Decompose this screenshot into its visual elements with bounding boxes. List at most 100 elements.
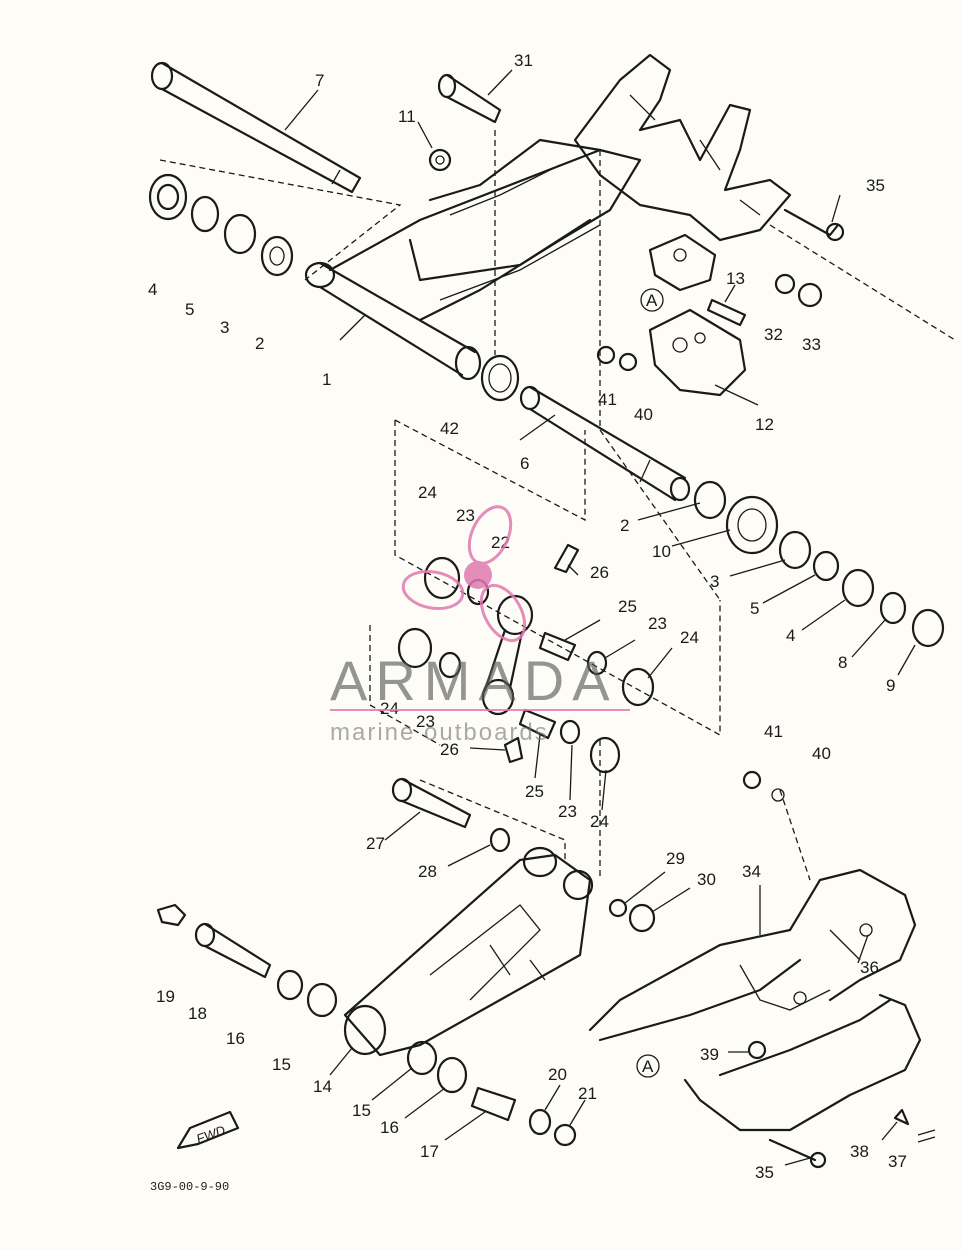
fwd-arrow: FWD xyxy=(176,1110,240,1150)
part-18-bolt xyxy=(194,922,272,979)
callout-34: 34 xyxy=(742,862,761,881)
part-1-swing-arm xyxy=(304,138,642,381)
watermark-brand: ARMADA xyxy=(330,649,618,712)
callout-37: 37 xyxy=(888,1152,907,1171)
reference-marker-a-upper: A xyxy=(640,288,664,312)
callout-27: 27 xyxy=(366,834,385,853)
callout-7: 7 xyxy=(315,71,324,90)
callout-36: 36 xyxy=(860,958,879,977)
link-bushings xyxy=(397,556,655,774)
part-42-bushing xyxy=(480,354,520,402)
callout-18: 18 xyxy=(188,1004,207,1023)
callout-5-left: 5 xyxy=(185,300,194,319)
callout-17: 17 xyxy=(420,1142,439,1161)
callout-10: 10 xyxy=(652,542,671,561)
callout-39: 39 xyxy=(700,1045,719,1064)
callout-3-left: 3 xyxy=(220,318,229,337)
callout-20: 20 xyxy=(548,1065,567,1084)
part-39-nut xyxy=(747,1040,767,1060)
right-bushings xyxy=(693,480,945,648)
callout-9: 9 xyxy=(886,676,895,695)
callout-38: 38 xyxy=(850,1142,869,1161)
callout-16-upper: 16 xyxy=(226,1029,245,1048)
callout-26-b: 26 xyxy=(440,740,459,759)
watermark: ARMADA marine outboards xyxy=(330,505,630,746)
part-7-bolt xyxy=(150,61,362,194)
callout-40-mid: 40 xyxy=(812,744,831,763)
washers-29-30 xyxy=(608,898,656,933)
callout-16-lower: 16 xyxy=(380,1118,399,1137)
callout-40-upper: 40 xyxy=(634,405,653,424)
svg-text:A: A xyxy=(646,291,658,310)
callout-24-a: 24 xyxy=(418,483,437,502)
callout-8: 8 xyxy=(838,653,847,672)
callout-33: 33 xyxy=(802,335,821,354)
fwd-label: FWD xyxy=(194,1122,227,1146)
callout-41-mid: 41 xyxy=(764,722,783,741)
part-11-nut xyxy=(428,148,452,172)
part-35-lower-bolt xyxy=(768,1138,827,1169)
callout-15-upper: 15 xyxy=(272,1055,291,1074)
callout-6: 6 xyxy=(520,454,529,473)
part-31-bolt xyxy=(437,73,502,124)
callout-labels: 7 31 11 35 4 5 3 2 1 13 32 33 41 40 12 4… xyxy=(148,51,907,1182)
callout-15-lower: 15 xyxy=(352,1101,371,1120)
part-13-bolt xyxy=(706,298,747,327)
callout-1: 1 xyxy=(322,370,331,389)
reference-marker-a-lower: A xyxy=(636,1054,660,1078)
callout-25-a: 25 xyxy=(618,597,637,616)
callout-12: 12 xyxy=(755,415,774,434)
part-14-rocker xyxy=(343,846,594,1057)
part-27-bolt xyxy=(391,777,472,829)
parts-37-38 xyxy=(893,1108,936,1143)
svg-text:A: A xyxy=(642,1057,654,1076)
callout-29: 29 xyxy=(666,849,685,868)
callout-23-b: 23 xyxy=(648,614,667,633)
callout-5-right: 5 xyxy=(750,599,759,618)
callout-31: 31 xyxy=(514,51,533,70)
drawing-code: 3G9-00-9-90 xyxy=(150,1180,229,1194)
callout-28: 28 xyxy=(418,862,437,881)
callout-19: 19 xyxy=(156,987,175,1006)
callout-35-upper: 35 xyxy=(866,176,885,195)
grease-nipples xyxy=(503,543,580,764)
part-28-washer xyxy=(489,827,511,853)
mount-block xyxy=(648,233,717,292)
leader-lines xyxy=(284,69,916,1166)
left-bushings xyxy=(148,173,294,277)
rocker-bushings xyxy=(276,969,577,1147)
callout-2-left: 2 xyxy=(255,334,264,353)
callout-23-a: 23 xyxy=(456,506,475,525)
callout-23-d: 23 xyxy=(558,802,577,821)
callout-3-right: 3 xyxy=(710,572,719,591)
part-6-shaft xyxy=(519,385,691,502)
callout-24-c: 24 xyxy=(380,699,399,718)
propeller-logo xyxy=(401,505,527,642)
part-19-nut xyxy=(156,903,187,927)
callout-42: 42 xyxy=(440,419,459,438)
part-34-frame xyxy=(588,868,922,1132)
callout-24-b: 24 xyxy=(680,628,699,647)
callout-24-d: 24 xyxy=(590,812,609,831)
watermark-tagline: marine outboards xyxy=(330,719,549,746)
callout-13: 13 xyxy=(726,269,745,288)
part-12-block xyxy=(648,308,747,397)
callout-41-upper: 41 xyxy=(598,390,617,409)
callout-4-right: 4 xyxy=(786,626,795,645)
small-washers-upper xyxy=(596,273,823,372)
callout-25-b: 25 xyxy=(525,782,544,801)
callout-2-right: 2 xyxy=(620,516,629,535)
callout-23-c: 23 xyxy=(416,712,435,731)
upper-bracket xyxy=(573,53,792,242)
callout-30: 30 xyxy=(697,870,716,889)
part-35-upper-bolt xyxy=(783,208,845,242)
callout-32: 32 xyxy=(764,325,783,344)
assembly-outlines xyxy=(159,130,956,881)
callout-14: 14 xyxy=(313,1077,332,1096)
callout-35-lower: 35 xyxy=(755,1163,774,1182)
callout-26-a: 26 xyxy=(590,563,609,582)
callout-11: 11 xyxy=(398,107,416,126)
part-22-link xyxy=(481,594,534,716)
